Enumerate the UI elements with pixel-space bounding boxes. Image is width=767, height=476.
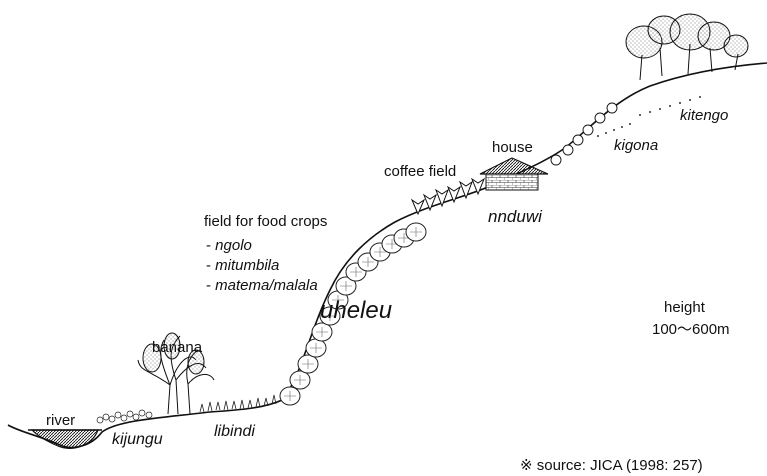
coffee-field-label: coffee field	[384, 163, 456, 180]
nnduwi-label: nnduwi	[488, 207, 543, 226]
banana-label: banana	[152, 339, 203, 356]
kijungu-label: kijungu	[112, 431, 163, 448]
libindi-label: libindi	[214, 423, 255, 440]
kigona-label: kigona	[614, 137, 658, 154]
height-label: height	[664, 299, 706, 316]
source-note: ※ source: JICA (1998: 257)	[520, 457, 703, 474]
river-label: river	[46, 412, 75, 429]
kitengo-label: kitengo	[680, 107, 728, 124]
height-value: 100〜600m	[652, 321, 730, 338]
crop-item-3: - matema/malala	[206, 277, 318, 294]
crop-item-1: - ngolo	[206, 237, 252, 254]
river-water	[32, 430, 98, 448]
kijungu-ground-cover	[97, 410, 152, 423]
crop-item-2: - mitumbila	[206, 257, 279, 274]
coffee-plants	[412, 179, 484, 214]
uheleu-label: uheleu	[320, 297, 392, 324]
field-title: field for food crops	[204, 213, 327, 230]
house-label: house	[492, 139, 533, 156]
kitengo-trees	[626, 14, 748, 80]
